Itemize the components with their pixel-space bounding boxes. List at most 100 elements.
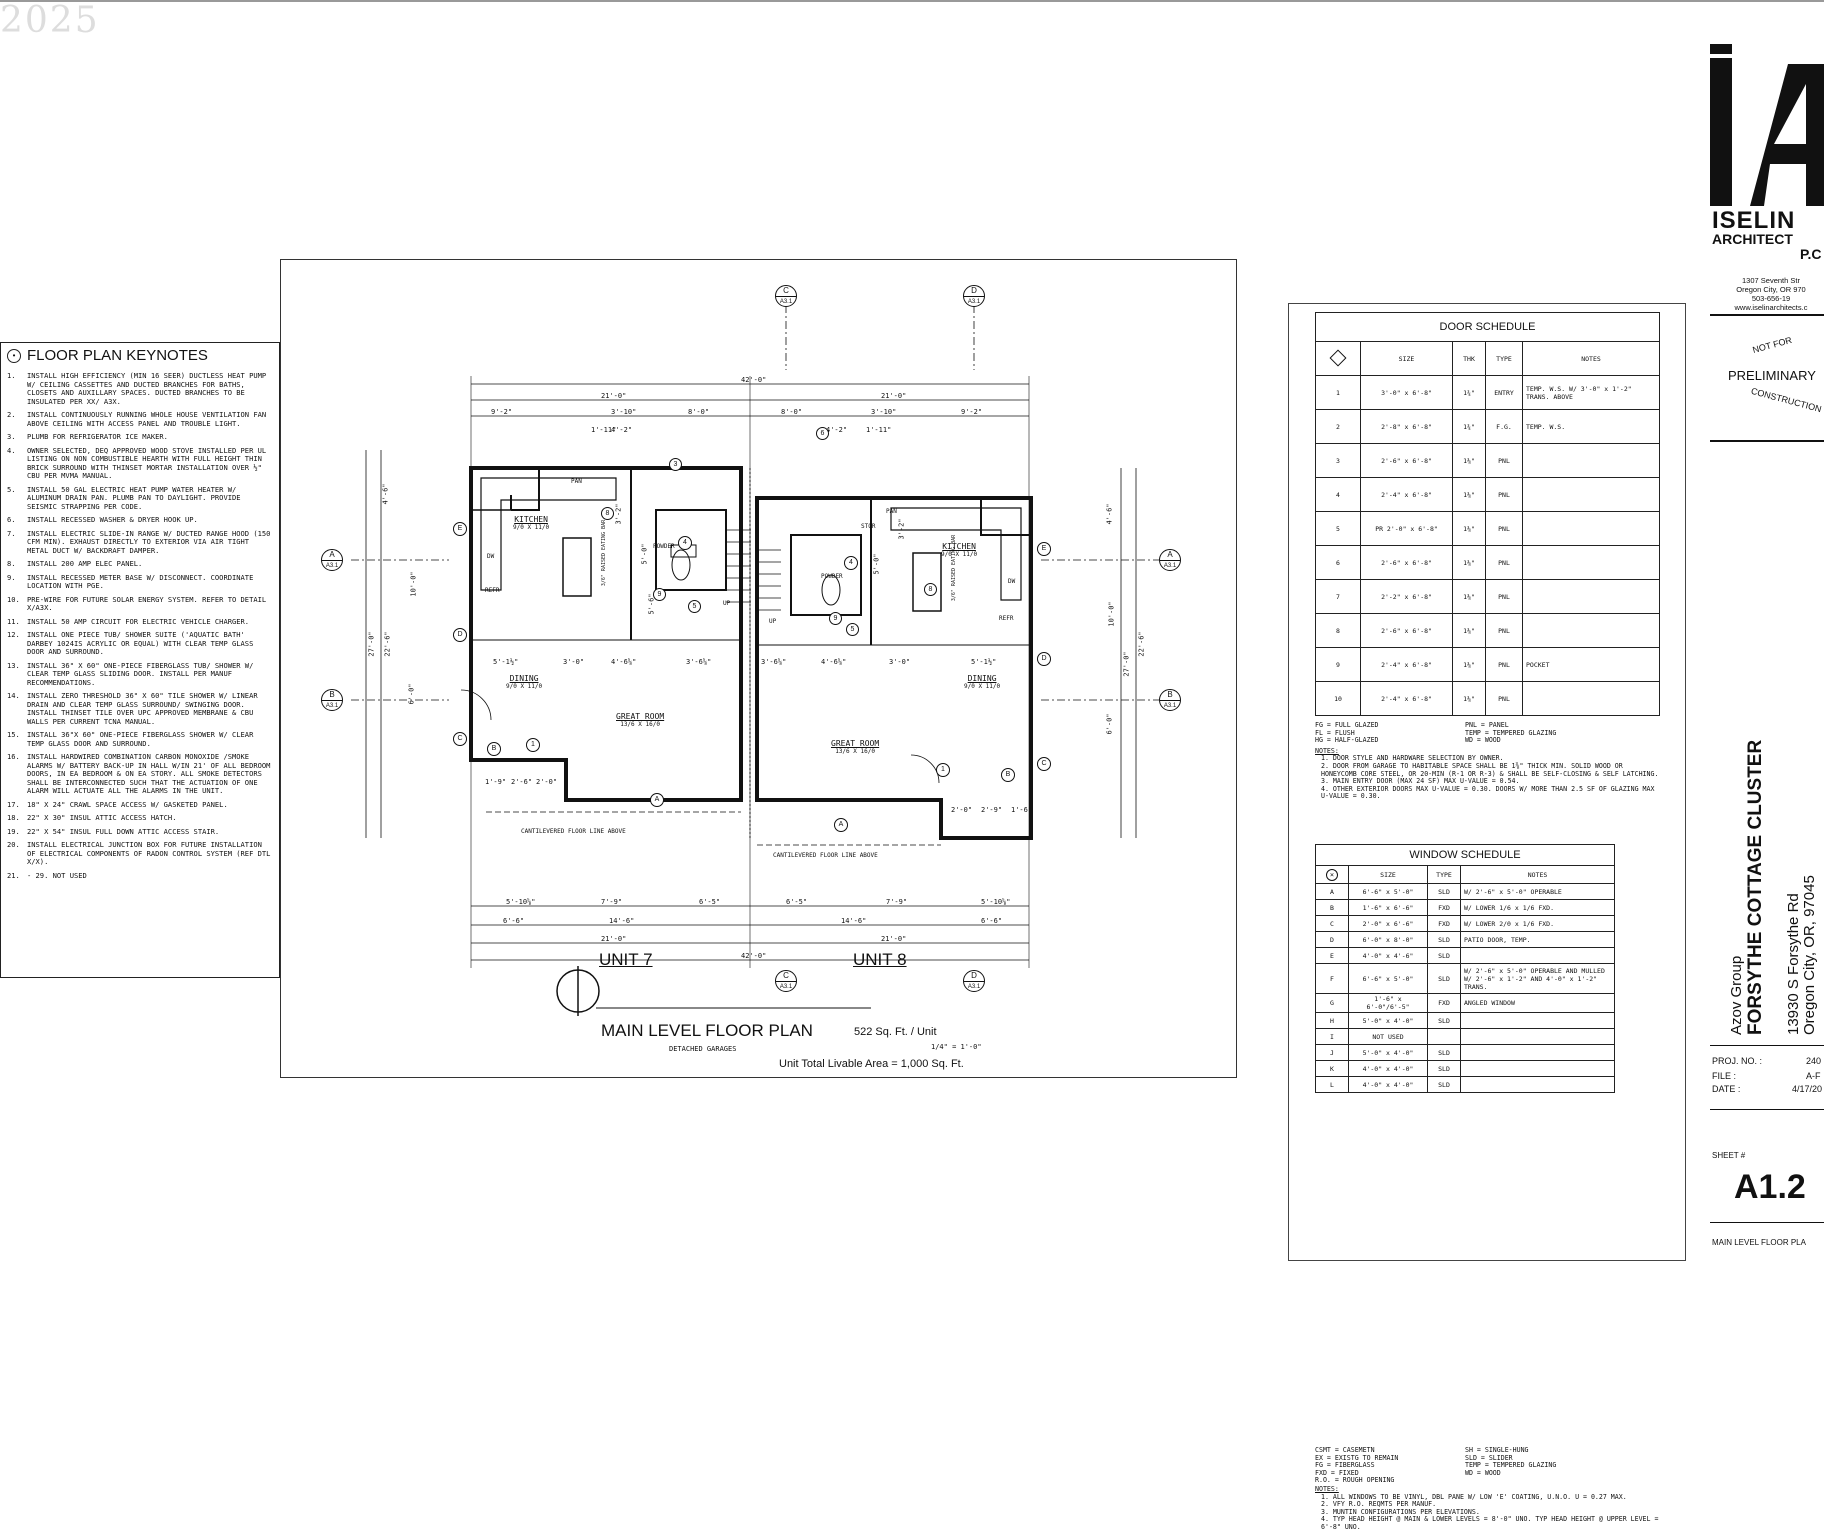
window-cell-size: 5'-0" x 4'-0" bbox=[1348, 1012, 1428, 1029]
keynote-number: 20. bbox=[7, 840, 20, 849]
keynote-text: PLUMB FOR REFRIGERATOR ICE MAKER. bbox=[27, 432, 168, 441]
dim-5112-left: 5'-1½" bbox=[493, 658, 519, 666]
door-marker-1-unit7: 1 bbox=[526, 738, 540, 752]
window-cell-notes: PATIO DOOR, TEMP. bbox=[1460, 931, 1615, 948]
door-notes-list: 1. DOOR STYLE AND HARDWARE SELECTION BY … bbox=[1315, 755, 1660, 801]
dim-465-right: 4'-6⅝" bbox=[821, 658, 847, 666]
keynote-item: 16. INSTALL HARDWIRED COMBINATION CARBON … bbox=[7, 752, 273, 796]
titleblock-divider-3 bbox=[1710, 1045, 1824, 1046]
window-cell-type: SLD bbox=[1427, 1060, 1461, 1077]
window-cell-size: 1'-6" x 6'-6" bbox=[1348, 899, 1428, 916]
dim-side-left-100: 10'-0" bbox=[409, 571, 418, 597]
door-cell-id: 7 bbox=[1315, 579, 1361, 614]
file-value: A-F bbox=[1806, 1071, 1821, 1081]
appliance-dw-unit8: DW bbox=[1008, 578, 1016, 585]
window-cell-notes bbox=[1460, 1044, 1615, 1061]
titleblock-divider-1 bbox=[1710, 314, 1824, 316]
dim-465-left: 4'-6⅝" bbox=[611, 658, 637, 666]
window-schedule-size-header: SIZE bbox=[1348, 865, 1428, 884]
dim-1112-left: 1'-11" bbox=[591, 426, 617, 434]
door-marker-8-unit8: 8 bbox=[924, 583, 937, 596]
schedule-note: 2. VFY R.O. REQMTS PER MANUF. bbox=[1321, 1500, 1437, 1509]
window-cell-size: 4'-0" x 4'-6" bbox=[1348, 947, 1428, 964]
window-cell-size: 2'-0" x 6'-6" bbox=[1348, 915, 1428, 932]
stamp-construction: CONSTRUCTION bbox=[1749, 385, 1823, 415]
appliance-dw-unit7: DW bbox=[487, 553, 495, 560]
firm-name: ISELIN bbox=[1712, 207, 1796, 234]
dim-146-right: 14'-6" bbox=[841, 917, 867, 925]
keynote-item: 10.PRE-WIRE FOR FUTURE SOLAR ENERGY SYST… bbox=[7, 595, 273, 613]
door-cell-id: 8 bbox=[1315, 613, 1361, 648]
dim-65-left: 6'-5" bbox=[699, 898, 721, 906]
appliance-refr-unit8: REFR bbox=[999, 615, 1014, 622]
project-street: 13930 S Forsythe Rd bbox=[1785, 893, 1802, 1035]
legend-entry: HG = HALF-GLAZED bbox=[1315, 736, 1379, 745]
dim-365-left: 3'-6⅝" bbox=[686, 658, 712, 666]
door-cell-type: PNL bbox=[1485, 477, 1523, 512]
proj-no-value: 240 bbox=[1806, 1056, 1822, 1066]
dim-bottom-half-left: 21'-0" bbox=[601, 935, 627, 943]
keynote-text: INSTALL CONTINUOUSLY RUNNING WHOLE HOUSE… bbox=[27, 410, 267, 428]
dim-66-left: 6'-6" bbox=[503, 917, 525, 925]
door-cell-notes: POCKET bbox=[1522, 647, 1660, 682]
keynote-item: 18.22" x 30" INSUL ATTIC ACCESS HATCH. bbox=[7, 813, 273, 823]
window-cell-id: E bbox=[1315, 947, 1349, 964]
legend-entry: FXD = FIXED bbox=[1315, 1468, 1359, 1477]
keynote-number: 14. bbox=[7, 691, 20, 700]
dim-5105-left: 5'-10⅝" bbox=[506, 898, 536, 906]
window-cell-notes bbox=[1460, 1060, 1615, 1077]
keynote-text: INSTALL RECESSED METER BASE W/ DISCONNEC… bbox=[27, 572, 254, 590]
keynote-number: 1. bbox=[7, 371, 16, 380]
firm-address-2: Oregon City, OR 970 bbox=[1736, 285, 1806, 294]
door-cell-id: 2 bbox=[1315, 409, 1361, 444]
schedule-note: 3. MUNTIN CONFIGURATIONS PER ELEVATIONS. bbox=[1321, 1507, 1480, 1516]
door-cell-thk: 1¾" bbox=[1452, 409, 1486, 444]
file-label: FILE : bbox=[1712, 1071, 1737, 1081]
stair-up-unit8: UP bbox=[769, 618, 777, 625]
keynote-number: 19. bbox=[7, 826, 20, 836]
window-marker-e-unit7: E bbox=[453, 522, 467, 536]
firm-name-line3: P.C bbox=[1800, 246, 1822, 262]
door-cell-id: 9 bbox=[1315, 647, 1361, 682]
window-cell-type: SLD bbox=[1427, 883, 1461, 900]
dim-side-right-270: 27'-0" bbox=[1122, 651, 1131, 677]
sheet-label: SHEET # bbox=[1712, 1151, 1746, 1160]
legend-entry: TEMP = TEMPERED GLAZING bbox=[1465, 1461, 1557, 1470]
iselin-logo bbox=[1710, 44, 1824, 206]
window-cell-type: SLD bbox=[1427, 1076, 1461, 1093]
sheet-border-top bbox=[0, 0, 1824, 2]
dim-bottom-overall: 42'-0" bbox=[741, 952, 767, 960]
window-cell-notes: ANGLED WINDOW bbox=[1460, 993, 1615, 1013]
door-cell-type: PNL bbox=[1485, 613, 1523, 648]
door-marker-1-unit8: 1 bbox=[936, 763, 950, 777]
door-cell-type: F.G. bbox=[1485, 409, 1523, 444]
window-cell-id: G bbox=[1315, 993, 1349, 1013]
dim-unit8-width: 21'-0" bbox=[881, 392, 907, 400]
door-tag-diamond-icon bbox=[1329, 349, 1347, 366]
door-cell-id: 6 bbox=[1315, 545, 1361, 580]
keynote-text: INSTALL HARDWIRED COMBINATION CARBON MON… bbox=[27, 752, 271, 795]
window-cell-notes bbox=[1460, 1076, 1615, 1093]
door-schedule-notes-header: NOTES bbox=[1522, 341, 1660, 376]
keynote-marker-4-unit8: 4 bbox=[844, 556, 858, 570]
keynote-text: INSTALL ELECTRICAL JUNCTION BOX FOR FUTU… bbox=[27, 840, 271, 866]
keynote-number: 16. bbox=[7, 752, 20, 761]
firm-address-1: 1307 Seventh Str bbox=[1742, 276, 1800, 285]
legend-entry: WD = WOOD bbox=[1465, 1468, 1501, 1477]
legend-entry bbox=[1465, 1477, 1615, 1485]
titleblock-divider-5 bbox=[1710, 1222, 1824, 1223]
door-cell-thk: 1⅜" bbox=[1452, 579, 1486, 614]
keynote-text: INSTALL 36" x 60" ONE-PIECE FIBERGLASS T… bbox=[27, 660, 254, 687]
window-marker-a-unit7: A bbox=[650, 793, 664, 807]
